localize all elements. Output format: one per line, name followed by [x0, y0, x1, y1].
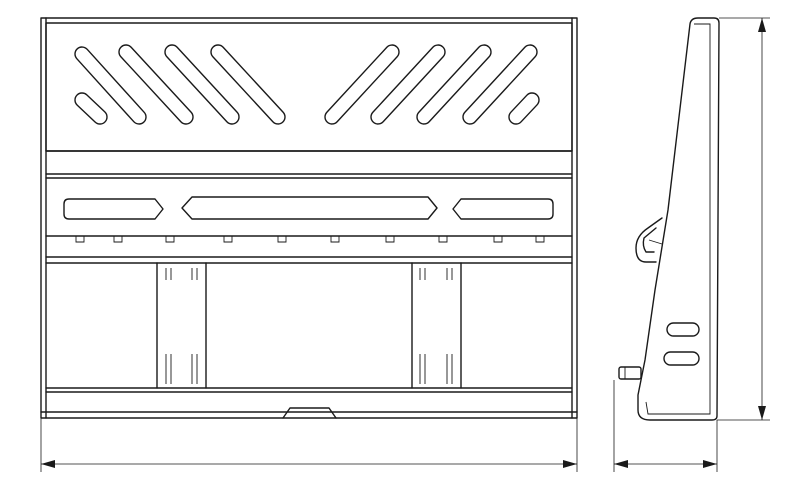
- dim-side-height: [717, 17, 770, 421]
- side-view: [618, 17, 720, 421]
- dim-front-width: [40, 418, 578, 472]
- bottom-latch: [282, 407, 337, 419]
- side-oval-slots: [663, 322, 700, 366]
- lower-section: [45, 262, 573, 393]
- side-pin: [618, 366, 642, 380]
- vent-slot: [74, 92, 108, 125]
- band-slot-right: [452, 198, 554, 220]
- comb-strip: [45, 235, 573, 264]
- vent-slot: [508, 92, 540, 125]
- vent-slot: [74, 46, 147, 125]
- comb-tooth: [385, 236, 395, 243]
- vent-slot: [462, 44, 538, 125]
- vertical-post-right: [411, 262, 462, 389]
- comb-tooth: [165, 236, 175, 243]
- middle-band: [45, 177, 573, 220]
- vent-slot: [370, 44, 446, 125]
- front-view: [40, 17, 578, 419]
- dimension-lines: [40, 17, 770, 472]
- comb-tooth: [113, 236, 123, 243]
- vent-slots: [74, 44, 540, 125]
- comb-tooth: [535, 236, 545, 243]
- band-slot-center: [181, 196, 438, 220]
- vent-slot: [210, 44, 286, 125]
- comb-tooth: [493, 236, 503, 243]
- comb-tooth: [75, 236, 85, 243]
- vertical-post-left: [156, 262, 207, 389]
- dim-side-depth: [613, 380, 718, 472]
- vent-slot: [118, 44, 194, 125]
- side-oval-slot-lower: [663, 351, 700, 366]
- comb-tooth: [277, 236, 287, 243]
- comb-tooth: [223, 236, 233, 243]
- vent-slot: [164, 44, 240, 125]
- vent-slot: [324, 44, 400, 125]
- top-vent-panel: [45, 22, 573, 175]
- comb-tooth: [330, 236, 340, 243]
- vent-slot: [416, 44, 492, 125]
- side-profile: [637, 17, 720, 421]
- comb-tooth: [438, 236, 448, 243]
- side-oval-slot-upper: [666, 322, 700, 337]
- band-slot-left: [63, 198, 164, 220]
- side-hook: [635, 217, 663, 263]
- front-base: [40, 407, 578, 419]
